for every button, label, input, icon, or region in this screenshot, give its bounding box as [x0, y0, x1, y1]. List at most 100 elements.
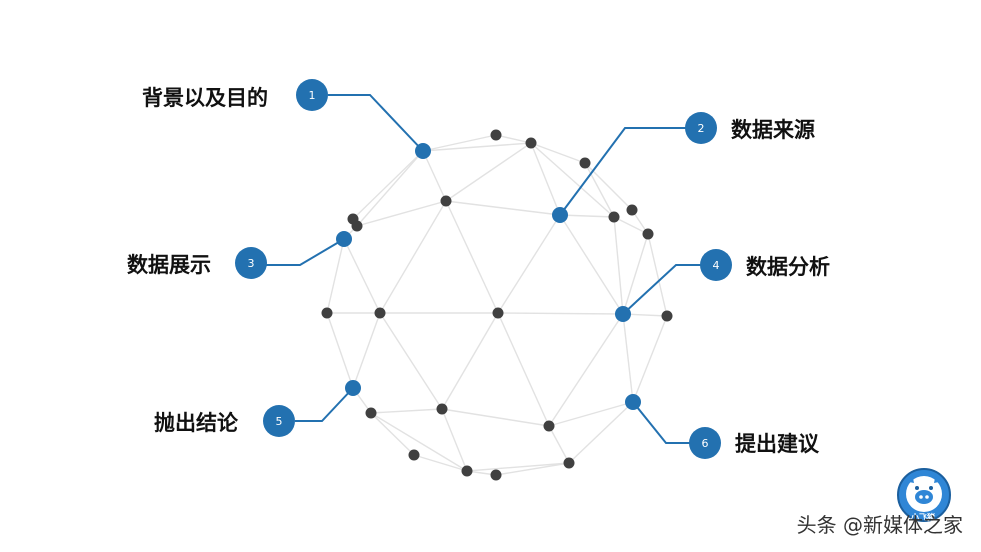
step-badge-1 [296, 79, 328, 111]
mesh-line [647, 233, 668, 317]
mesh-line [445, 200, 499, 314]
connector-line-5 [295, 387, 354, 422]
mesh-line [356, 150, 424, 227]
mesh-line [441, 408, 468, 472]
network-node [543, 420, 555, 432]
highlight-node [625, 394, 641, 410]
network-node [436, 403, 448, 415]
mesh-line [422, 150, 447, 202]
network-node [321, 307, 333, 319]
mesh-line [413, 454, 468, 472]
network-node [608, 211, 620, 223]
mesh-line [370, 412, 468, 472]
mesh-line [548, 401, 634, 427]
mesh-line [622, 233, 649, 315]
network-node [351, 220, 363, 232]
mesh-line [422, 142, 532, 152]
mesh-line [548, 425, 570, 464]
label-data-source: 数据来源 [731, 118, 815, 142]
connector-line-3 [266, 238, 345, 266]
mesh-lines [326, 134, 668, 476]
mesh-line [559, 214, 615, 218]
mesh-line [497, 312, 624, 315]
mesh-line [326, 238, 345, 314]
step-number-5: 5 [276, 415, 283, 428]
mesh-line [613, 216, 649, 235]
network-node [490, 469, 502, 481]
step-badge-4 [700, 249, 732, 281]
highlight-node [415, 143, 431, 159]
network-node [440, 195, 452, 207]
network-nodes [321, 129, 673, 481]
mesh-line [568, 401, 634, 464]
mesh-line [422, 134, 497, 152]
connector-lines [266, 94, 701, 444]
network-node [490, 129, 502, 141]
connector-line-4 [622, 264, 701, 315]
mesh-line [379, 312, 443, 410]
step-number-1: 1 [309, 89, 316, 102]
mesh-line [352, 312, 381, 389]
network-node [642, 228, 654, 240]
mesh-line [559, 214, 624, 315]
mesh-line [466, 462, 570, 472]
mesh-line [497, 214, 561, 314]
label-data-analysis: 数据分析 [746, 255, 830, 279]
mesh-line [445, 200, 561, 216]
mesh-line [370, 408, 443, 414]
network-node [626, 204, 638, 216]
step-number-4: 4 [713, 259, 720, 272]
logo-caption: 小飞猪 [911, 513, 935, 522]
network-node [461, 465, 473, 477]
label-suggestions: 提出建议 [735, 432, 819, 456]
label-data-display: 数据展示 [127, 253, 211, 277]
network-node [492, 307, 504, 319]
mesh-line [326, 312, 354, 389]
mesh-line [379, 200, 447, 314]
network-node [579, 157, 591, 169]
label-background-purpose: 背景以及目的 [142, 86, 268, 110]
mesh-line [632, 315, 668, 403]
mesh-line [530, 142, 561, 216]
mesh-line [584, 162, 615, 218]
mesh-line [441, 408, 550, 427]
mesh-line [497, 312, 550, 427]
mesh-line [343, 238, 381, 314]
mesh-line [530, 142, 615, 218]
mesh-line [441, 312, 499, 410]
network-node [563, 457, 575, 469]
step-badge-3 [235, 247, 267, 279]
mesh-line [622, 313, 634, 403]
mesh-line [613, 216, 624, 315]
step-badge-2 [685, 112, 717, 144]
mesh-line [370, 412, 415, 456]
network-node [525, 137, 537, 149]
highlight-node [615, 306, 631, 322]
step-badge-5 [263, 405, 295, 437]
step-badge-6 [689, 427, 721, 459]
mesh-line [530, 142, 586, 164]
step-number-6: 6 [702, 437, 709, 450]
highlight-node [336, 231, 352, 247]
mesh-line [352, 150, 424, 220]
step-number-3: 3 [248, 257, 255, 270]
step-number-2: 2 [698, 122, 705, 135]
step-badges: 1 2 3 4 5 6 [235, 79, 732, 459]
connector-line-1 [328, 94, 424, 152]
mesh-line [548, 313, 624, 427]
network-node [661, 310, 673, 322]
mesh-line [584, 162, 633, 211]
mesh-line [495, 134, 532, 144]
pig-logo-icon [897, 468, 951, 522]
highlight-node [345, 380, 361, 396]
mesh-line [495, 462, 570, 476]
label-conclusion: 抛出结论 [154, 411, 238, 435]
network-node [365, 407, 377, 419]
connector-line-6 [632, 401, 690, 444]
watermark: 头条 @新媒体之家 [796, 513, 963, 537]
network-node [408, 449, 420, 461]
mesh-line [356, 200, 447, 227]
mesh-line [445, 142, 532, 202]
connector-line-2 [559, 127, 686, 216]
